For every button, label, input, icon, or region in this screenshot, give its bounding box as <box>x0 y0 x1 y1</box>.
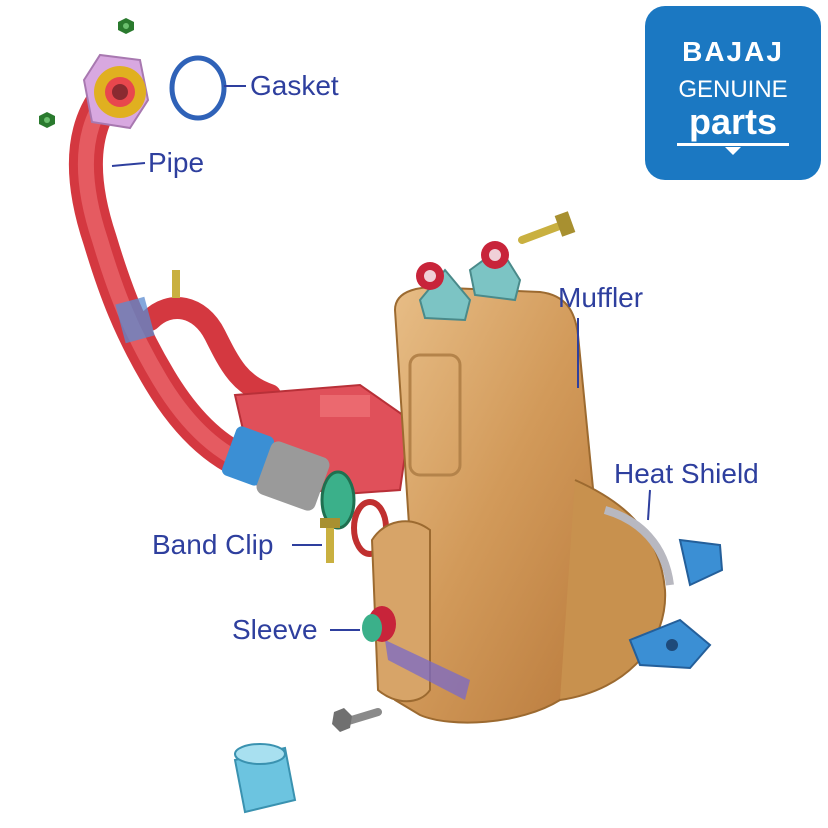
heat-shield-label: Heat Shield <box>614 458 759 489</box>
band-clip-label: Band Clip <box>152 529 274 560</box>
logo-arrow-icon <box>725 147 741 155</box>
gasket-label: Gasket <box>250 70 339 101</box>
flange-bolt-left <box>39 112 55 128</box>
muffler-body <box>370 286 667 724</box>
loose-sleeve <box>233 743 297 814</box>
loose-bolt <box>332 708 382 732</box>
pipe-connector <box>222 426 389 557</box>
sleeve-label: Sleeve <box>232 614 318 645</box>
exhaust-pipe <box>68 78 282 487</box>
pipe-leader-line <box>111 162 146 167</box>
heat-shield-leader-line <box>647 489 651 521</box>
logo-underline <box>677 143 789 146</box>
logo-genuine-text: GENUINE <box>678 76 788 103</box>
muffler-mount-right <box>468 241 522 302</box>
muffler-mount-left <box>416 262 472 322</box>
muffler-label: Muffler <box>558 282 644 313</box>
flange-bolt-top <box>118 18 134 34</box>
logo-brand-text: BAJAJ <box>682 36 784 67</box>
logo-parts-text: parts <box>688 101 778 142</box>
pipe-flange <box>82 53 150 130</box>
pipe-label: Pipe <box>148 147 205 178</box>
sleeve-ring <box>362 606 396 642</box>
mounting-bolt <box>518 211 576 244</box>
band-clip-bolt <box>320 518 340 563</box>
bajaj-genuine-parts-logo: BAJAJ GENUINE parts <box>645 6 821 180</box>
gasket-ring <box>169 55 227 121</box>
heat-shield-bracket <box>603 506 724 670</box>
